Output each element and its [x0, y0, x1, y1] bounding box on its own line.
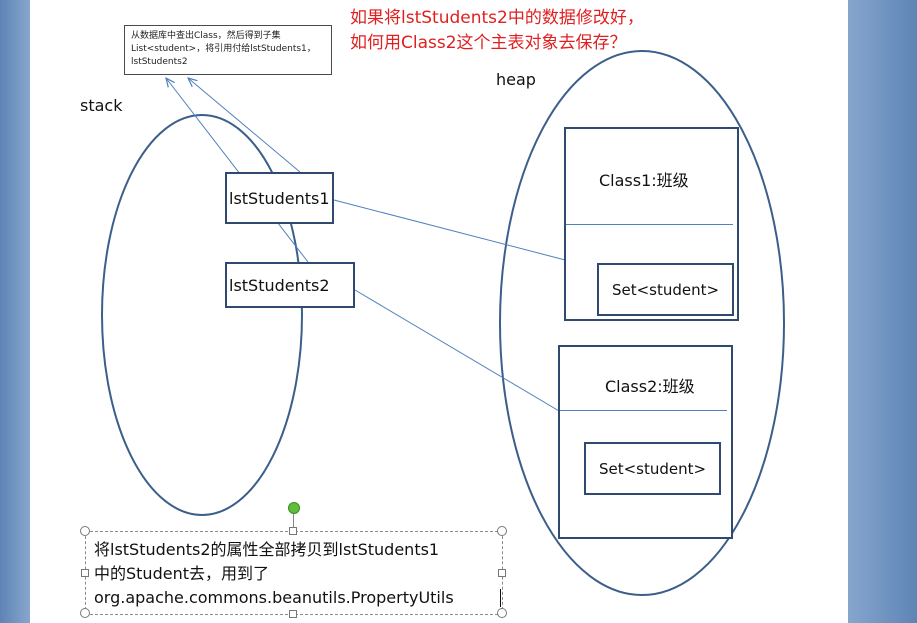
question-line: 如果将lstStudents2中的数据修改好， [350, 8, 644, 28]
selected-textbox[interactable]: 将lstStudents2的属性全部拷贝到lstStudents1 中的Stud… [85, 531, 503, 615]
textbox-line: org.apache.commons.beanutils.PropertyUti… [94, 588, 454, 607]
window-frame-left [0, 0, 30, 623]
resize-handle-bottom-left[interactable] [80, 608, 90, 618]
rotation-handle-stem [293, 512, 294, 531]
stack-ref-lststudents1[interactable]: lstStudents1 [225, 172, 334, 224]
resize-handle-bottom[interactable] [289, 610, 297, 618]
stack-ellipse [101, 114, 303, 516]
stack-ref-lststudents2[interactable]: lstStudents2 [225, 262, 355, 308]
resize-handle-right[interactable] [498, 569, 506, 577]
arrow-ref1-to-set1 [333, 199, 596, 268]
heap-object-class2[interactable]: Class2:班级 Set<student> [558, 345, 733, 539]
class-divider [566, 224, 733, 225]
resize-handle-top[interactable] [289, 527, 297, 535]
note-line: 从数据库中查出Class，然后得到子集 [131, 31, 281, 41]
resize-handle-left[interactable] [81, 569, 89, 577]
arrow-ref1-to-note [188, 78, 301, 173]
text-cursor [500, 589, 501, 607]
note-line: lstStudents2 [131, 57, 188, 67]
heap-ellipse [499, 50, 785, 596]
resize-handle-top-left[interactable] [80, 526, 90, 536]
class-title: Class2:班级 [605, 377, 695, 396]
textbox-line: 将lstStudents2的属性全部拷贝到lstStudents1 [94, 540, 440, 559]
question-text[interactable]: 如果将lstStudents2中的数据修改好， 如何用Class2这个主表对象去… [350, 6, 644, 56]
rotation-handle[interactable] [288, 502, 300, 514]
slide-canvas[interactable]: stack heap 从数据库中查出Class，然后得到子集 List<stud… [30, 0, 848, 623]
resize-handle-top-right[interactable] [497, 526, 507, 536]
stack-ref-label: lstStudents1 [229, 188, 330, 208]
stack-ref-label: lstStudents2 [229, 275, 330, 295]
window-frame-right [848, 0, 917, 623]
stack-label: stack [80, 96, 123, 115]
set-student-box[interactable]: Set<student> [597, 263, 734, 316]
class-divider [560, 410, 727, 411]
resize-handle-bottom-right[interactable] [497, 608, 507, 618]
diagram-connectors [101, 50, 785, 596]
class-title: Class1:班级 [599, 171, 689, 190]
set-student-box[interactable]: Set<student> [584, 442, 721, 495]
question-line: 如何用Class2这个主表对象去保存？ [350, 33, 627, 53]
db-query-note[interactable]: 从数据库中查出Class，然后得到子集 List<student>，将引用付给l… [124, 25, 332, 75]
note-line: List<student>，将引用付给lstStudents1， [131, 44, 316, 54]
textbox-line: 中的Student去，用到了 [94, 564, 269, 583]
arrow-ref2-to-note [166, 78, 309, 263]
heap-object-class1[interactable]: Class1:班级 Set<student> [564, 127, 739, 321]
heap-label: heap [496, 70, 536, 89]
